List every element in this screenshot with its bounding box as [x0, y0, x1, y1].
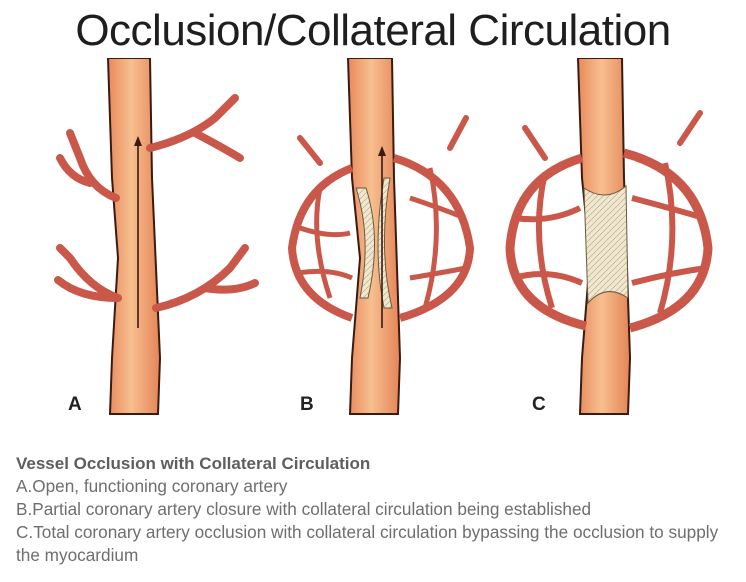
- caption: Vessel Occlusion with Collateral Circula…: [16, 452, 736, 567]
- occlusion-illustration: [54, 58, 713, 415]
- panel-c-vessel: [505, 58, 713, 415]
- panel-label-a: A: [68, 394, 82, 415]
- panel-label-c: C: [532, 394, 546, 415]
- caption-item-a: A.Open, functioning coronary artery: [16, 476, 288, 496]
- panel-a-vessel: [54, 58, 259, 415]
- caption-item-b: B.Partial coronary artery closure with c…: [16, 499, 592, 519]
- caption-heading: Vessel Occlusion with Collateral Circula…: [16, 454, 371, 473]
- panel-b-vessel: [287, 58, 475, 415]
- caption-item-c: C.Total coronary artery occlusion with c…: [16, 522, 719, 565]
- panel-label-b: B: [300, 394, 314, 415]
- page-title: Occlusion/Collateral Circulation: [75, 6, 671, 55]
